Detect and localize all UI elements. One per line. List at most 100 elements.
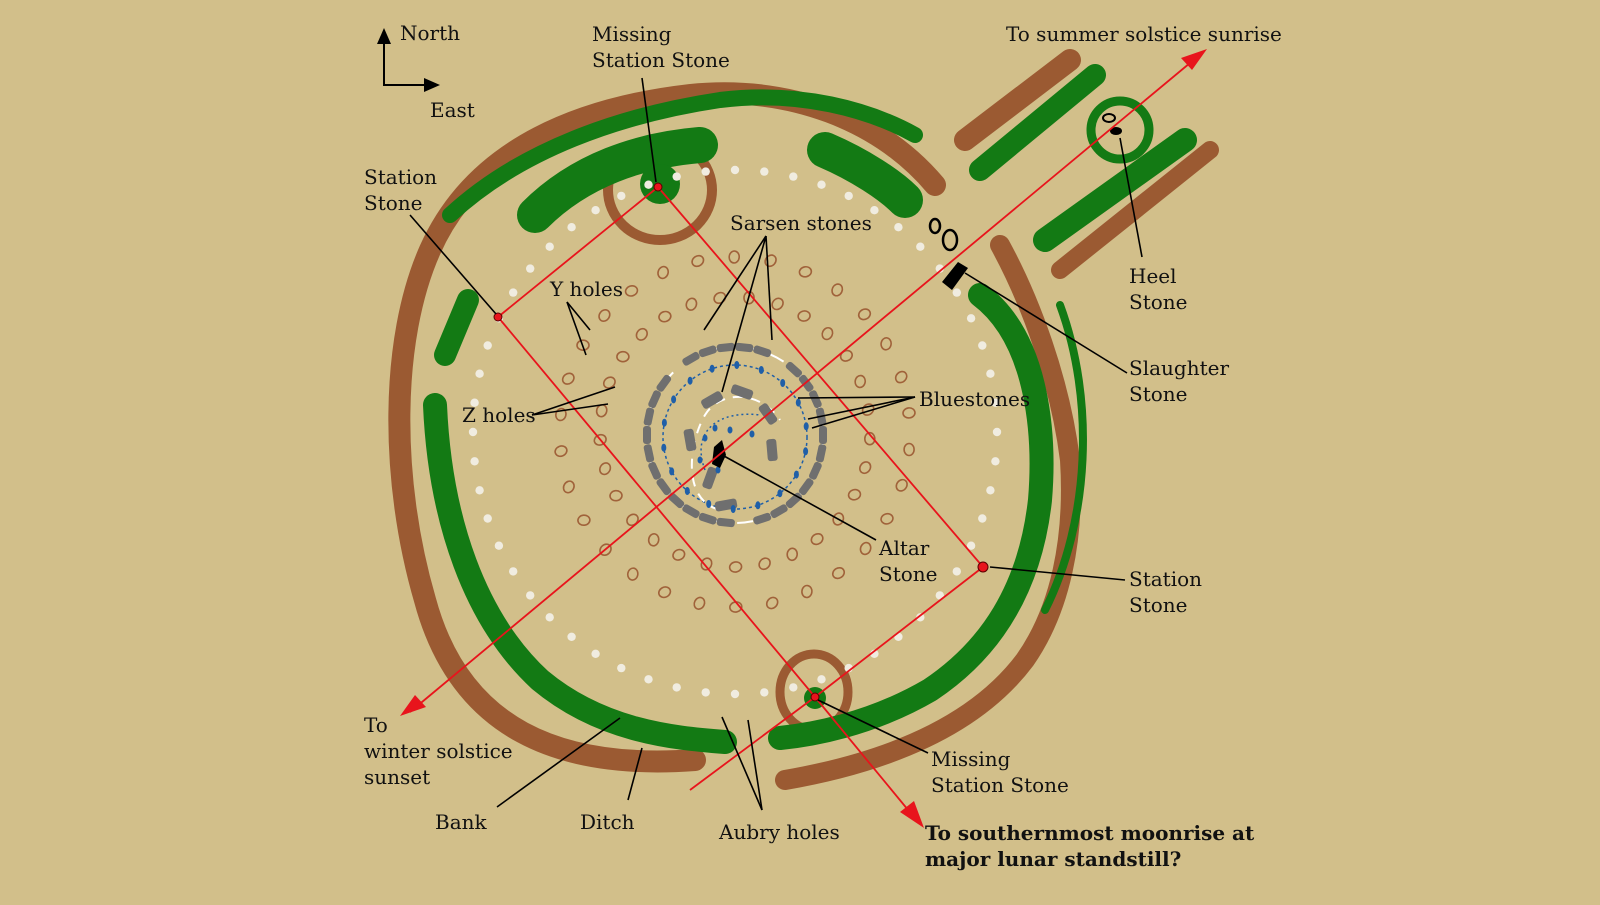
aubrey-hole	[916, 242, 925, 251]
sarsen-stone	[648, 390, 661, 409]
label-winter-solstice: To winter solstice sunset	[364, 713, 519, 789]
y-hole	[598, 309, 611, 322]
z-hole	[685, 297, 698, 311]
aubrey-hole	[701, 688, 710, 697]
heel-stone	[1102, 113, 1122, 135]
y-hole	[555, 407, 567, 422]
leader-y-holes-2	[566, 301, 587, 356]
z-hole	[863, 431, 876, 446]
label-heel-stone: Heel Stone	[1129, 264, 1188, 314]
label-winter-solstice-line2: winter solstice	[364, 739, 513, 763]
leader-altar-stone	[723, 455, 877, 541]
sarsen-stone	[643, 407, 655, 426]
bluestone	[803, 422, 809, 431]
stone-hole-large	[941, 228, 959, 252]
z-hole	[609, 489, 623, 502]
aubrey-hole	[644, 675, 653, 684]
y-hole	[831, 567, 846, 580]
y-hole	[657, 265, 670, 280]
label-missing-station-stone-bottom-line1: Missing	[931, 747, 1011, 771]
y-hole	[859, 541, 872, 556]
label-missing-station-stone-bottom-line2: Station Stone	[931, 773, 1069, 797]
sarsen-stone	[698, 512, 717, 525]
label-missing-station-stone-top-line2: Station Stone	[592, 48, 730, 72]
aubrey-hole	[475, 369, 484, 378]
aubrey-hole	[483, 514, 492, 523]
aubrey-hole	[567, 632, 576, 641]
label-altar-stone-line1: Altar	[878, 536, 930, 560]
y-hole	[902, 407, 916, 419]
label-moonrise: To southernmost moonrise at major lunar …	[925, 821, 1261, 871]
bluestone	[727, 426, 733, 434]
label-winter-solstice-line1: To	[364, 713, 388, 737]
y-hole	[831, 283, 844, 297]
compass-east-label: East	[430, 98, 475, 122]
compass-east-arrowhead	[424, 78, 440, 92]
station-markers	[493, 182, 989, 702]
label-winter-solstice-line3: sunset	[364, 765, 430, 789]
trilithon-stone	[683, 428, 697, 452]
ditch-segment-north	[442, 89, 923, 223]
leader-bluestones-2	[807, 396, 916, 420]
label-missing-station-stone-top-line1: Missing	[592, 22, 672, 46]
bluestone	[803, 447, 809, 456]
leader-heel-stone	[1119, 137, 1143, 258]
z-holes	[593, 290, 876, 573]
heel-stone-outline	[1102, 113, 1116, 123]
z-hole	[635, 327, 648, 341]
bluestone	[697, 456, 703, 464]
sarsen-stone	[682, 504, 700, 519]
station-line-extension-bottom	[689, 696, 816, 791]
station-stone-marker-bottom	[810, 692, 820, 702]
aubrey-hole	[545, 613, 554, 622]
aubrey-hole	[986, 369, 995, 378]
z-hole	[786, 547, 799, 562]
ditch-segment-west	[423, 393, 737, 754]
station-rectangle-bottom	[814, 566, 984, 698]
aubrey-holes	[468, 165, 1002, 699]
leader-missing-station-bottom	[817, 699, 929, 754]
bluestone	[777, 489, 783, 498]
z-hole	[626, 513, 639, 527]
y-hole	[894, 370, 908, 384]
label-station-stone-left-line1: Station	[364, 165, 437, 189]
y-hole	[657, 586, 672, 599]
z-hole	[839, 349, 853, 362]
z-hole	[593, 433, 607, 446]
bluestone	[661, 418, 667, 427]
summer-solstice-arrowhead	[1181, 49, 1207, 70]
y-hole	[561, 372, 575, 385]
bank-avenue-upper	[954, 49, 1081, 151]
aubrey-hole	[817, 675, 826, 684]
aubrey-hole	[789, 172, 798, 181]
label-heel-stone-line2: Stone	[1129, 290, 1188, 314]
sarsen-stone	[643, 426, 651, 444]
z-hole	[847, 488, 862, 501]
aubrey-hole	[870, 206, 879, 215]
aubrey-hole	[644, 180, 653, 189]
bluestone	[734, 361, 740, 369]
aubrey-hole	[916, 613, 925, 622]
leader-slaughter-stone	[964, 272, 1128, 374]
sarsen-stone	[815, 444, 827, 463]
aubrey-hole	[966, 541, 976, 550]
aubrey-hole	[894, 223, 903, 232]
label-sarsen-stones: Sarsen stones	[730, 211, 872, 235]
sarsen-stone	[682, 351, 700, 366]
aubrey-hole	[526, 264, 535, 273]
trilithon-stone	[702, 466, 718, 490]
ditch-segment-northeast	[807, 132, 923, 218]
label-moonrise-line1: To southernmost moonrise at	[925, 821, 1255, 845]
y-hole	[880, 337, 892, 351]
z-hole	[758, 557, 771, 571]
bank-avenue-lower	[1051, 141, 1219, 279]
label-station-stone-left: Station Stone	[364, 165, 443, 215]
y-hole	[798, 265, 813, 278]
bluestone	[661, 443, 667, 452]
z-hole	[821, 326, 834, 341]
y-hole	[801, 584, 813, 599]
bluestone	[755, 501, 761, 510]
leader-sarsen-3	[765, 235, 773, 341]
aubrey-hole	[966, 314, 976, 323]
